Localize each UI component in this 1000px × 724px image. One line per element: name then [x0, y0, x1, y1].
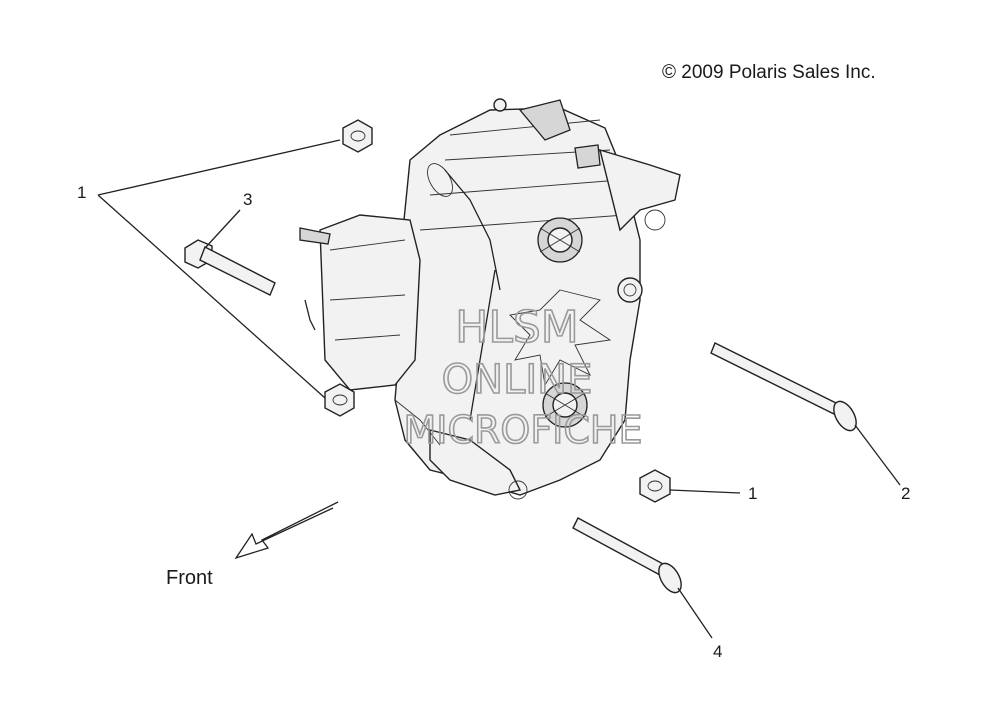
flange-nut-top: [342, 119, 373, 153]
output-gear-top: [537, 217, 583, 263]
copyright-text: © 2009 Polaris Sales Inc.: [662, 62, 876, 83]
leader-lines: [97, 139, 901, 639]
callout-4: 4: [713, 642, 722, 661]
svg-text:MICROFICHE: MICROFICHE: [403, 408, 642, 452]
flange-nut-left: [324, 383, 355, 417]
bolt-long-bottom: [572, 517, 682, 594]
bolt-long-right: [710, 342, 857, 432]
front-arrow: [234, 501, 339, 560]
callout-3: 3: [243, 190, 252, 209]
watermark: HLSM ONLINE MICROFICHE: [403, 301, 644, 453]
bolt-short: [184, 239, 276, 296]
svg-text:HLSM: HLSM: [455, 302, 579, 353]
callout-1-top: 1: [77, 183, 86, 202]
callout-2: 2: [901, 484, 910, 503]
front-label: Front: [166, 567, 213, 589]
flange-nut-right: [639, 469, 671, 503]
svg-text:ONLINE: ONLINE: [442, 357, 593, 403]
gearcase-assembly: [299, 98, 681, 500]
callout-1-right: 1: [748, 484, 757, 503]
output-gear-bottom: [542, 382, 588, 428]
